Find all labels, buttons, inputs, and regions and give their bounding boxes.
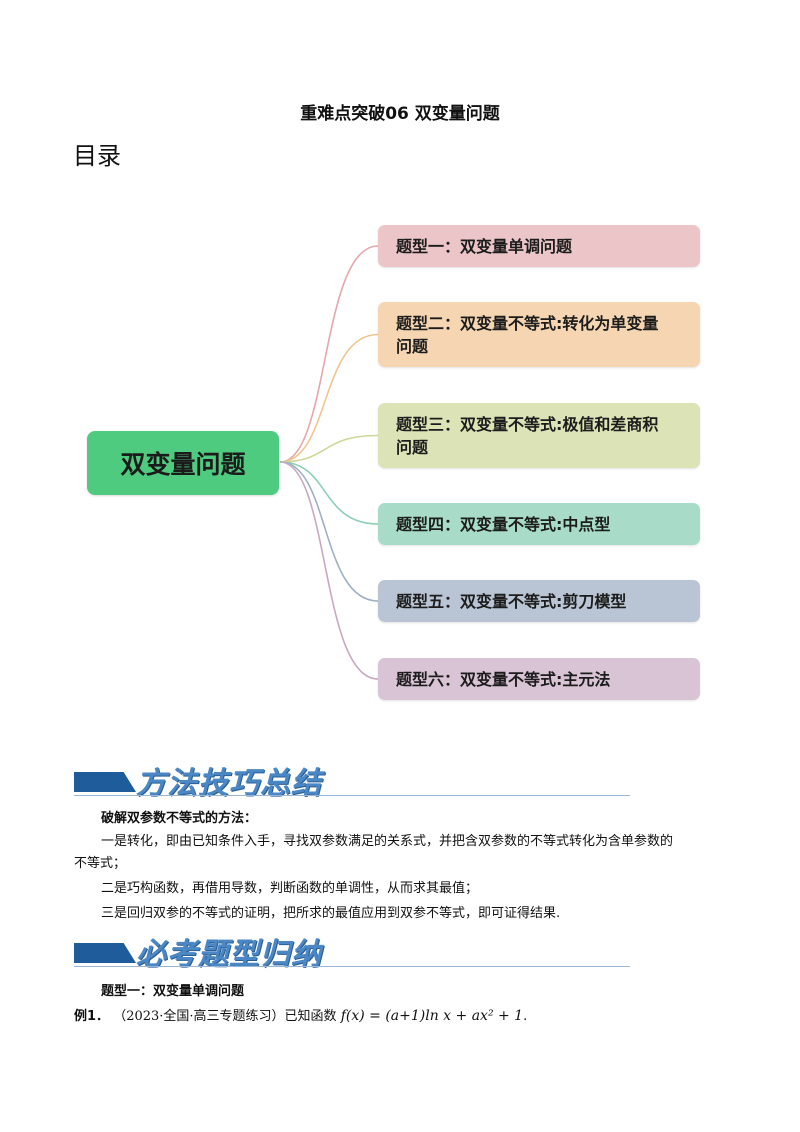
topic-node-2: 题型二：双变量不等式:转化为单变量问题 <box>378 302 700 367</box>
topic-node-4: 题型四：双变量不等式:中点型 <box>378 503 700 545</box>
topic-node-6: 题型六：双变量不等式:主元法 <box>378 658 700 700</box>
example-source: （2023·全国·高三专题练习）已知函数 <box>113 1009 337 1024</box>
topic-line: 题型五：双变量不等式:剪刀模型 <box>396 591 627 611</box>
example-1: 例1． （2023·全国·高三专题练习）已知函数 f(x) = (a+1)ln … <box>74 1006 527 1027</box>
document-title: 重难点突破06 双变量问题 <box>300 104 500 124</box>
connector-line <box>279 461 379 602</box>
topic-node-5: 题型五：双变量不等式:剪刀模型 <box>378 580 700 622</box>
connector-line <box>279 333 379 463</box>
connector-line <box>279 245 379 463</box>
methods-banner: 方法技巧总结 <box>74 760 634 802</box>
banner-bar <box>74 943 136 963</box>
connector-line <box>279 461 379 525</box>
topic-node-3: 题型三：双变量不等式:极值和差商积问题 <box>378 403 700 468</box>
connector-line <box>279 434 379 463</box>
topic-line: 问题 <box>396 336 429 356</box>
topic-line: 题型二：双变量不等式:转化为单变量 <box>396 313 659 333</box>
example-formula: f(x) = (a+1)ln x + ax² + 1 <box>340 1008 524 1024</box>
topic-line: 题型四：双变量不等式:中点型 <box>396 514 611 534</box>
topic-line: 题型一：双变量单调问题 <box>396 236 573 256</box>
method-paragraph: 一是转化，即由已知条件入手，寻找双参数满足的关系式，并把含双参数的不等式转化为含… <box>101 834 674 849</box>
mindmap-root-node: 双变量问题 <box>87 431 279 495</box>
mindmap-connectors <box>279 245 379 680</box>
topic-line: 题型六：双变量不等式:主元法 <box>396 669 611 689</box>
toc-heading: 目录 <box>73 142 121 170</box>
exam-banner: 必考题型归纳 <box>74 931 634 973</box>
connector-line <box>279 461 379 680</box>
banner-bar <box>74 772 136 792</box>
method-paragraph: 不等式； <box>74 856 127 871</box>
methods-title: 破解双参数不等式的方法： <box>101 811 258 826</box>
example-end: . <box>523 1009 528 1024</box>
banner-divider <box>74 795 630 796</box>
banner-divider <box>74 966 630 967</box>
method-paragraph: 三是回归双参的不等式的证明，把所求的最值应用到双参不等式，即可证得结果. <box>101 906 561 921</box>
topic-line: 题型三：双变量不等式:极值和差商积 <box>396 414 659 434</box>
question-type-title: 题型一：双变量单调问题 <box>101 984 245 999</box>
topic-node-1: 题型一：双变量单调问题 <box>378 225 700 267</box>
example-label: 例1． <box>74 1009 110 1024</box>
topic-line: 问题 <box>396 437 429 457</box>
method-paragraph: 二是巧构函数，再借用导数，判断函数的单调性，从而求其最值； <box>101 881 479 896</box>
